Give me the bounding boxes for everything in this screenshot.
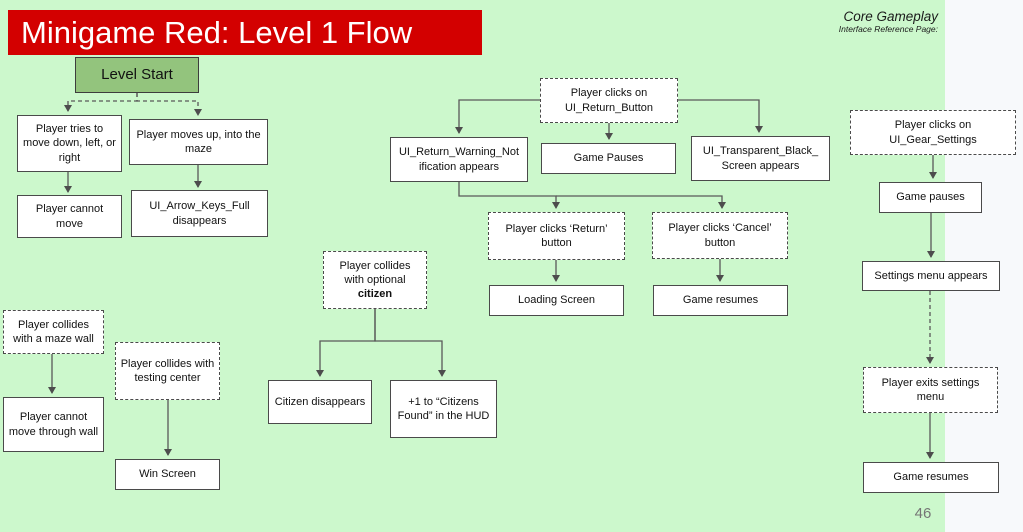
node-player-cannot-move: Player cannot move	[17, 195, 122, 238]
edge-start-to-tries	[64, 93, 138, 112]
node-label: Citizen disappears	[274, 395, 366, 408]
node-label: Game resumes	[682, 294, 759, 307]
corner-note-line2: Interface Reference Page:	[838, 24, 938, 34]
node-collides-optional-citizen: Player collides with optional citizen	[323, 251, 427, 309]
node-label: Level Start	[101, 66, 173, 84]
node-label: Settings menu appears	[874, 269, 988, 282]
node-label: Player clicks on UI_Gear_Settings	[889, 119, 977, 146]
node-citizen-disappears: Citizen disappears	[268, 380, 372, 424]
node-transparent-black-screen: UI_Transparent_Black_​Screen appears	[691, 136, 830, 181]
node-label: Player clicks on UI_Return_Button	[564, 87, 654, 114]
node-return-warning-notification: UI_Return_Warning_Not​ification appears	[390, 137, 528, 182]
node-label-main: Player collides with optional	[339, 259, 411, 286]
edge-warning-to-clickscancel	[556, 195, 726, 209]
node-label: Player collides with optional citizen	[330, 259, 420, 301]
node-label: Player clicks ‘Cancel’ button	[668, 222, 772, 249]
node-arrow-keys-disappears: UI_Arrow_Keys_Full disappears	[131, 190, 268, 237]
node-cannot-move-through-wall: Player cannot move through wall	[3, 397, 104, 452]
node-label-bold: citizen	[357, 288, 393, 301]
node-player-tries-move: Player tries to move down, left, or righ…	[17, 115, 122, 172]
node-label: Loading Screen	[517, 294, 596, 307]
node-game-pauses-right: Game pauses	[879, 182, 982, 213]
node-label: +1 to “Citizens Found” in the HUD	[397, 395, 490, 422]
node-clicks-return-button: Player clicks on UI_Return_Button	[540, 78, 678, 123]
node-label: UI_Return_Warning_Not​ification appears	[398, 146, 520, 173]
edge-return-to-warning	[455, 99, 540, 134]
node-label: Player exits settings menu	[881, 376, 980, 403]
edge-citizen-to-found	[374, 309, 446, 377]
node-label: Player cannot move	[35, 203, 104, 230]
node-label: UI_Arrow_Keys_Full disappears	[149, 200, 250, 227]
node-label: Player collides with a maze wall	[13, 318, 94, 345]
node-collides-maze-wall: Player collides with a maze wall	[3, 310, 104, 354]
corner-note: Core Gameplay Interface Reference Page:	[700, 9, 938, 34]
node-label: Player clicks ‘Return’ button	[505, 222, 608, 249]
node-level-start: Level Start	[75, 57, 199, 93]
node-clicks-gear-settings: Player clicks on UI_Gear_Settings	[850, 110, 1016, 155]
node-label: Game resumes	[893, 471, 969, 484]
node-label: Win Screen	[139, 468, 196, 481]
slide-title: Minigame Red: Level 1 Flow	[21, 14, 413, 50]
edge-warning-to-clicksreturn	[458, 182, 560, 209]
node-label: UI_Transparent_Black_​Screen appears	[702, 145, 819, 172]
node-collides-testing-center: Player collides with testing center	[115, 342, 220, 400]
page-number: 46	[914, 505, 932, 522]
node-label: Player moves up, into the maze	[136, 128, 261, 155]
slide-title-banner: Minigame Red: Level 1 Flow	[8, 10, 482, 55]
node-win-screen: Win Screen	[115, 459, 220, 490]
node-clicks-return: Player clicks ‘Return’ button	[488, 212, 625, 260]
node-exits-settings-menu: Player exits settings menu	[863, 367, 998, 413]
node-settings-menu-appears: Settings menu appears	[862, 261, 1000, 291]
node-label: Game Pauses	[573, 152, 644, 165]
node-label: Game pauses	[896, 191, 965, 204]
edge-citizen-to-disappears	[316, 309, 376, 377]
node-loading-screen: Loading Screen	[489, 285, 624, 316]
edge-start-to-movesup	[136, 93, 202, 116]
node-label: Player cannot move through wall	[8, 411, 99, 438]
corner-note-line1: Core Gameplay	[843, 9, 938, 24]
node-game-resumes-right: Game resumes	[863, 462, 999, 493]
edge-return-to-blackscreen	[678, 99, 763, 133]
node-label: Player tries to move down, left, or righ…	[23, 123, 116, 164]
node-clicks-cancel: Player clicks ‘Cancel’ button	[652, 212, 788, 259]
node-game-resumes-mid: Game resumes	[653, 285, 788, 316]
node-citizens-found-hud: +1 to “Citizens Found” in the HUD	[390, 380, 497, 438]
node-player-moves-up: Player moves up, into the maze	[129, 119, 268, 165]
node-game-pauses-mid: Game Pauses	[541, 143, 676, 174]
node-label: Player collides with testing center	[120, 357, 215, 384]
